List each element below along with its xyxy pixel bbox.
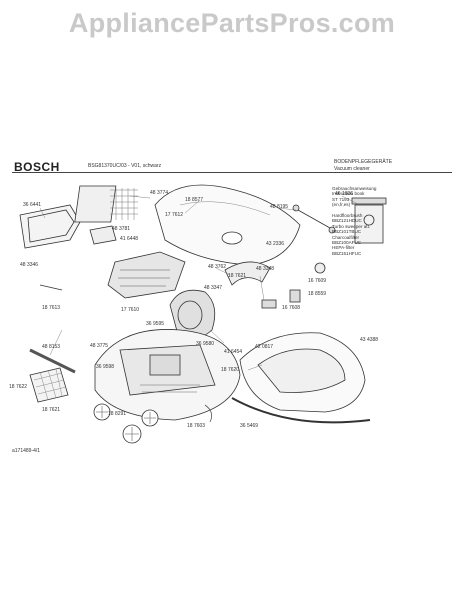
- part-label: 48 3774: [150, 190, 169, 196]
- accessory-line: (en,fr,es): [332, 202, 351, 208]
- part-label: 16 7609: [308, 278, 327, 284]
- accessory-line: Charcoalfilter: [332, 234, 360, 240]
- part-label: 18 8559: [308, 291, 327, 297]
- accessory-line: Instruction book: [332, 191, 365, 197]
- part-label: 18 7621: [228, 273, 247, 279]
- part-label: 36 5469: [240, 423, 259, 429]
- accessory-line: BBZ100AFUC: [332, 240, 362, 246]
- motor-housing-part: [107, 251, 186, 299]
- part-label: 48 8195: [270, 204, 289, 210]
- exhaust-filter-part: [29, 367, 69, 403]
- part-label: 36 9580: [196, 341, 215, 347]
- rod-part: [29, 348, 76, 374]
- grill-filter-part: [74, 185, 138, 223]
- seal-part: [224, 261, 271, 286]
- category-de: BODENPFLEGEGERÄTE: [334, 159, 393, 165]
- chassis-part: [94, 329, 241, 423]
- filter-frame-part: [19, 204, 81, 249]
- part-label: 42 0817: [255, 344, 274, 350]
- part-label: 43 4388: [360, 337, 379, 343]
- part-label: 18 7613: [42, 305, 61, 311]
- part-label: 18 7621: [42, 407, 61, 413]
- part-label: 16 7608: [282, 305, 301, 311]
- part-label: 41 6454: [224, 349, 243, 355]
- category-en: Vacuum cleaner: [334, 166, 370, 172]
- accessory-line: ST 7193: [332, 196, 350, 202]
- part-label: 46 1606: [335, 191, 354, 197]
- body-shell-part: [239, 332, 366, 413]
- part-label: 48 3781: [112, 226, 131, 232]
- brand-logo: BOSCH: [14, 160, 60, 174]
- part-label: 43 2336: [266, 241, 285, 247]
- part-label: 18 8577: [185, 197, 204, 203]
- part-label: 18 7622: [9, 384, 28, 390]
- part-label: 18 8291: [108, 411, 127, 417]
- part-label: 48 3762: [208, 264, 227, 270]
- switch-part: [261, 299, 277, 309]
- document-number: a171489-4/1: [12, 448, 41, 454]
- part-label: 36 9595: [146, 321, 165, 327]
- part-label: 17 7610: [121, 307, 140, 313]
- dust-bag-part: [351, 197, 387, 244]
- part-label: 48 3346: [20, 262, 39, 268]
- part-label: 18 7620: [221, 367, 240, 373]
- accessory-line: BBZ151HFUC: [332, 250, 362, 256]
- part-label: 48 8153: [42, 344, 61, 350]
- pin-part: [39, 284, 63, 291]
- cord-part: [292, 204, 336, 234]
- accessory-line: BBZ101TBUC: [332, 229, 362, 235]
- wheel-part: [93, 403, 159, 444]
- watermark: AppliancePartsPros.com: [68, 8, 396, 38]
- leader-lines: [39, 195, 361, 371]
- accessory-line: BBZ121HDUC: [332, 218, 362, 224]
- header-divider: [12, 172, 452, 173]
- model-line: BSG81370UC/03 - V01, schwarz: [88, 163, 162, 169]
- part-label: 36 6441: [23, 202, 42, 208]
- catch-part: [289, 289, 301, 303]
- filter-pad-part: [89, 225, 117, 245]
- accessory-list: Gebrauchsanweisung Instruction book ST 7…: [332, 186, 376, 256]
- part-label: 48 3775: [90, 343, 109, 349]
- accessory-line: HEPA-filter: [332, 245, 355, 251]
- accessory-line: Turbo sweeper att.: [332, 223, 371, 229]
- part-label: 17 7612: [165, 212, 184, 218]
- top-cover-part: [154, 184, 301, 266]
- part-label: 36 9598: [96, 364, 115, 370]
- bumper-part: [231, 397, 371, 424]
- part-label: 41 6448: [120, 236, 139, 242]
- part-label: 48 3348: [256, 266, 275, 272]
- accessory-line: Hardfloorbrush: [332, 213, 363, 219]
- part-label: 18 7603: [187, 423, 206, 429]
- accessory-line: Gebrauchsanweisung: [332, 186, 377, 191]
- part-label: 48 3347: [204, 285, 223, 291]
- wheel-small-part: [314, 262, 326, 274]
